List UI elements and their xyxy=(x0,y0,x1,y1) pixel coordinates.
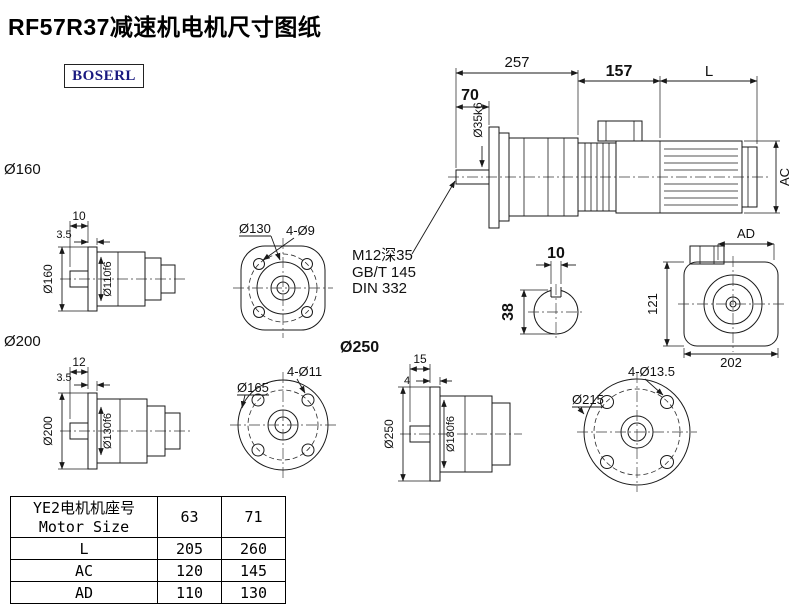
dim-257-label: 257 xyxy=(504,54,529,71)
main-side-view: 257 157 L 70 Ø35k6 AC xyxy=(448,54,792,229)
note-din332: DIN 332 xyxy=(352,280,407,297)
shaft-section-dims xyxy=(520,261,576,335)
table-row-L: L 205 260 xyxy=(10,537,286,560)
flange160-side-view: 10 3.5 Ø160 Ø110f6 xyxy=(41,209,186,312)
dim-L-label: L xyxy=(705,63,713,80)
flange200-dims xyxy=(58,367,110,470)
table-header-cn: YE2电机机座号 xyxy=(32,498,136,517)
flange160-thk-label: 3.5 xyxy=(56,229,71,241)
value-L-63: 205 xyxy=(157,537,222,560)
thread-notes: M12深35 GB/T 145 DIN 332 xyxy=(352,180,456,297)
dim-70-label: 70 xyxy=(461,87,479,104)
dim-AC-label: AC xyxy=(777,168,792,186)
brand-logo-text: BOSERL xyxy=(72,67,136,84)
dim-AD-label: AD xyxy=(737,226,755,241)
row-label-L: L xyxy=(10,537,158,560)
face215-leaders xyxy=(572,378,664,415)
flange250-shaftlen-label: 15 xyxy=(413,352,427,366)
motor-size-header-cell: YE2电机机座号 Motor Size xyxy=(10,496,158,538)
note-m12: M12深35 xyxy=(352,247,413,264)
view-label-250: Ø250 xyxy=(340,339,379,356)
shaft-dia-label: Ø35k6 xyxy=(471,102,485,138)
flange160-outer-label: Ø160 xyxy=(41,264,55,294)
flange200-outer-label: Ø200 xyxy=(41,416,55,446)
face165-holes-label: 4-Ø11 xyxy=(287,364,322,379)
shaft-section-dia-label: 38 xyxy=(500,303,517,321)
frame-size-63: 63 xyxy=(157,496,222,538)
flange200-side-view: 12 3.5 Ø200 Ø130f6 xyxy=(41,355,190,470)
value-AC-63: 120 xyxy=(157,559,222,582)
flange250-outer-label: Ø250 xyxy=(382,419,396,449)
flange160-dims xyxy=(58,221,110,312)
page-title: RF57R37减速机电机尺寸图纸 xyxy=(8,14,322,40)
dim-202-label: 202 xyxy=(720,355,742,370)
frame-size-71: 71 xyxy=(221,496,286,538)
face130-view: Ø130 4-Ø9 xyxy=(233,221,333,338)
face130-holes-label: 4-Ø9 xyxy=(286,223,315,238)
flange160-pilot-label: Ø110f6 xyxy=(102,261,114,296)
dim-157-label: 157 xyxy=(606,63,633,80)
flange200-shaftlen-label: 12 xyxy=(72,355,86,369)
flange160-shaftlen-label: 10 xyxy=(72,209,86,223)
face165-leaders xyxy=(237,378,306,409)
motor-fins xyxy=(664,148,738,206)
value-AD-71: 130 xyxy=(221,581,286,604)
face215-view: Ø215 4-Ø13.5 xyxy=(572,364,697,492)
value-AD-63: 110 xyxy=(157,581,222,604)
fan-cover xyxy=(741,146,758,208)
terminal-box xyxy=(597,120,643,142)
brand-logo: BOSERL xyxy=(64,64,144,88)
face130-leaders xyxy=(239,235,295,261)
note-gbt145: GB/T 145 xyxy=(352,264,416,281)
row-label-AC: AC xyxy=(10,559,158,582)
dim-121-label: 121 xyxy=(645,293,660,315)
flange250-dims xyxy=(398,364,452,482)
motor-size-table: YE2电机机座号 Motor Size 63 71 L 205 260 AC 1… xyxy=(10,496,286,604)
view-label-200: Ø200 xyxy=(4,333,41,350)
table-row-AD: AD 110 130 xyxy=(10,581,286,604)
shaft-cross-section: 10 38 xyxy=(500,245,584,340)
face215-holes-label: 4-Ø13.5 xyxy=(628,364,675,379)
table-header-row: YE2电机机座号 Motor Size 63 71 xyxy=(10,496,286,538)
value-L-71: 260 xyxy=(221,537,286,560)
flange250-pilot-label: Ø180f6 xyxy=(445,416,457,452)
view-label-160: Ø160 xyxy=(4,161,41,178)
flange250-thk-label: 4 xyxy=(404,375,410,387)
table-header-en: Motor Size xyxy=(38,517,130,536)
table-row-AC: AC 120 145 xyxy=(10,559,286,582)
flange250-side-view: 15 4 Ø250 Ø180f6 xyxy=(382,352,522,482)
rear-view-dims xyxy=(663,241,779,358)
keyway-width-label: 10 xyxy=(547,245,565,262)
value-AC-71: 145 xyxy=(221,559,286,582)
flange200-pilot-label: Ø130f6 xyxy=(102,413,114,449)
flange200-thk-label: 3.5 xyxy=(56,372,71,384)
face130-dia-label: Ø130 xyxy=(239,221,271,236)
output-flange xyxy=(488,126,500,229)
rear-terminal-box xyxy=(689,245,725,265)
face215-dia-label: Ø215 xyxy=(572,392,604,407)
row-label-AD: AD xyxy=(10,581,158,604)
face165-view: Ø165 4-Ø11 xyxy=(230,364,336,478)
motor-rear-view: AD 121 202 xyxy=(645,226,784,370)
face165-dia-label: Ø165 xyxy=(237,380,269,395)
main-view-dims xyxy=(455,68,780,214)
